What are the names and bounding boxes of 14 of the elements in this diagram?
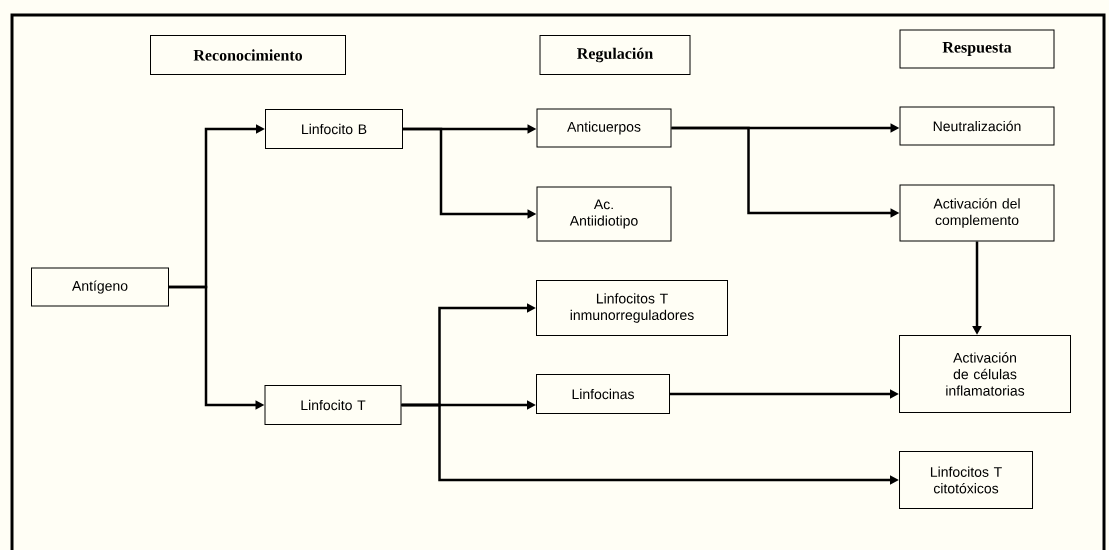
process-box: Antígeno xyxy=(31,267,169,307)
column-header: Regulación xyxy=(539,35,691,75)
process-box: Linfocito B xyxy=(265,109,403,149)
process-box: Linfocitos T citotóxicos xyxy=(899,451,1033,509)
column-header: Reconocimiento xyxy=(150,35,346,75)
process-box: Ac. Antiidiotipo xyxy=(536,186,672,242)
process-box: Neutralización xyxy=(899,106,1055,146)
process-box: Activación del complemento xyxy=(899,184,1055,242)
process-box: Linfocitos T inmunorreguladores xyxy=(536,280,728,336)
process-box: Anticuerpos xyxy=(536,108,672,148)
process-box: Linfocito T xyxy=(264,385,402,425)
process-box: Activación de células inflamatorias xyxy=(899,335,1071,413)
column-header: Respuesta xyxy=(899,29,1055,69)
process-box: Linfocinas xyxy=(536,374,670,414)
